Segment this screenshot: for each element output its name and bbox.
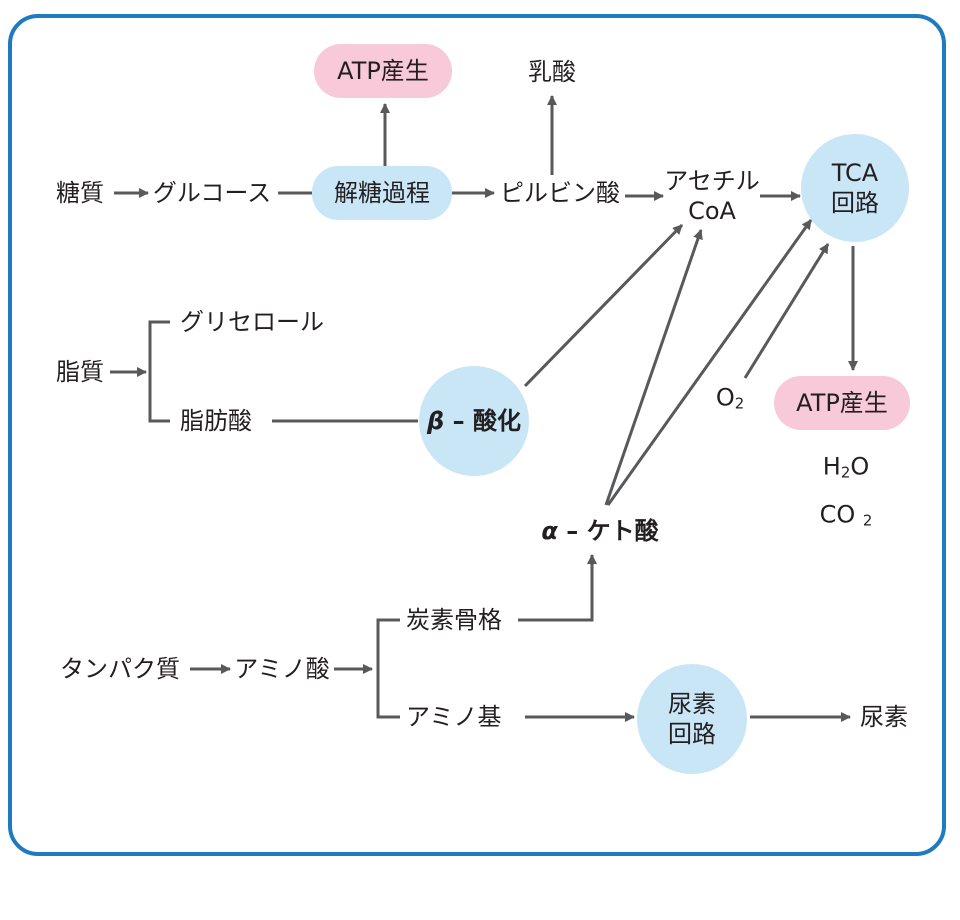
arrow-oxygen-to-tca	[743, 243, 830, 379]
water-h: H	[822, 452, 841, 481]
acetyl-coa-label: アセチル CoA	[664, 166, 760, 226]
tca-cycle-node: TCA 回路	[801, 134, 909, 242]
arrow-keto-to-acetyl	[604, 229, 703, 506]
atp-right-node: ATP産生	[774, 376, 910, 430]
alpha-symbol: α	[541, 517, 558, 545]
co2-label: CO 2	[820, 500, 873, 531]
amino-group-label: アミノ基	[406, 703, 502, 731]
glycolysis-node: 解糖過程	[312, 166, 452, 220]
urea-label: 尿素	[860, 703, 908, 731]
glycolysis-label: 解糖過程	[334, 179, 430, 207]
alpha-keto-acid-label: α – ケト酸	[541, 517, 659, 545]
acetyl-line2: CoA	[688, 197, 736, 225]
arrow-keto-to-tca	[606, 219, 813, 506]
beta-symbol: β	[427, 407, 445, 435]
co2-c: CO	[819, 500, 856, 529]
fatty-acid-label: 脂肪酸	[180, 407, 252, 435]
co2-sub: 2	[862, 511, 873, 530]
amino-acid-label: アミノ酸	[234, 655, 330, 683]
beta-oxidation-node: β – 酸化	[419, 366, 529, 476]
oxygen-o: O	[715, 383, 735, 412]
water-label: H2O	[823, 452, 869, 483]
pyruvate-label: ピルビン酸	[500, 179, 620, 207]
tca-line1: TCA	[831, 159, 879, 187]
atp-top-label: ATP産生	[337, 57, 429, 85]
oxygen-label: O2	[716, 383, 744, 414]
alpha-text: ケト酸	[586, 517, 659, 545]
carbon-skeleton-label: 炭素骨格	[406, 606, 502, 634]
tca-line2: 回路	[831, 189, 879, 217]
protein-label: タンパク質	[60, 655, 180, 683]
water-sub: 2	[840, 463, 851, 482]
lipid-label: 脂質	[56, 358, 104, 386]
glucose-label: グルコース	[152, 179, 272, 207]
urea-cycle-line1: 尿素	[668, 690, 716, 718]
atp-top-node: ATP産生	[314, 44, 452, 98]
urea-cycle-line2: 回路	[668, 720, 716, 748]
protein-branch-bracket	[376, 618, 400, 719]
beta-oxidation-label: β – 酸化	[427, 407, 521, 435]
atp-right-label: ATP産生	[796, 389, 888, 417]
oxygen-sub: 2	[734, 394, 745, 413]
lactate-label: 乳酸	[528, 58, 576, 86]
lipid-branch-bracket	[148, 320, 170, 423]
carbohydrate-label: 糖質	[56, 179, 104, 207]
beta-text: 酸化	[472, 407, 521, 435]
acetyl-line1: アセチル	[664, 167, 760, 195]
diagram-frame	[8, 14, 946, 856]
arrow-beta-to-acetyl	[523, 223, 684, 388]
glycerol-label: グリセロール	[180, 308, 324, 336]
arrow-skeleton-to-keto	[518, 554, 597, 622]
urea-cycle-node: 尿素 回路	[637, 664, 747, 774]
water-o: O	[850, 452, 870, 481]
